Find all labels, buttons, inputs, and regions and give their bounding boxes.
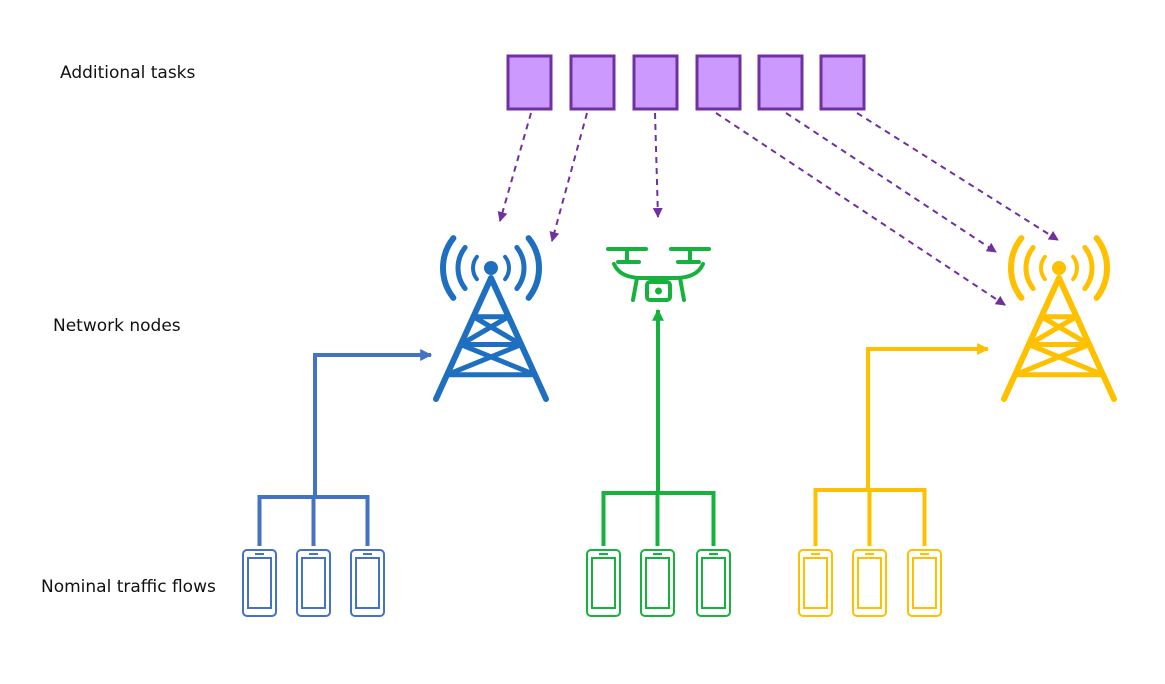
task-box (632, 54, 679, 111)
task-box (757, 54, 804, 111)
task-box (506, 54, 553, 111)
traffic-flows-label: Nominal traffic flows (41, 577, 216, 597)
offload-arrow (856, 112, 1059, 241)
smartphone-icon (852, 549, 887, 617)
offload-arrow (715, 112, 1006, 306)
yellow-cell-tower-icon (1001, 235, 1117, 402)
smartphone-icon (350, 549, 385, 617)
offload-arrow (549, 112, 588, 242)
green-traffic-flows (586, 308, 731, 617)
flow-arrow (866, 343, 990, 490)
additional-tasks (506, 54, 866, 111)
task-box (569, 54, 616, 111)
flow-arrow (313, 349, 433, 497)
additional-tasks-label: Additional tasks (60, 63, 196, 83)
task-box (819, 54, 866, 111)
smartphone-icon (296, 549, 331, 617)
blue-cell-tower-icon (433, 235, 549, 402)
yellow-traffic-flows (798, 343, 990, 617)
flow-tree (813, 343, 990, 546)
offload-arrow (785, 112, 997, 253)
smartphone-icon (242, 549, 277, 617)
flow-tree (257, 349, 433, 546)
flow-tree (601, 308, 716, 546)
network-nodes-label: Network nodes (53, 316, 181, 336)
smartphone-icon (798, 549, 833, 617)
drone-icon (606, 247, 711, 302)
blue-traffic-flows (242, 349, 433, 617)
offload-arrow (497, 112, 532, 222)
smartphone-icon (696, 549, 731, 617)
task-box (695, 54, 742, 111)
smartphone-icon (640, 549, 675, 617)
task-offload-arrows (497, 112, 1059, 306)
smartphone-icon (907, 549, 942, 617)
offload-arrow (652, 112, 663, 218)
smartphone-icon (586, 549, 621, 617)
